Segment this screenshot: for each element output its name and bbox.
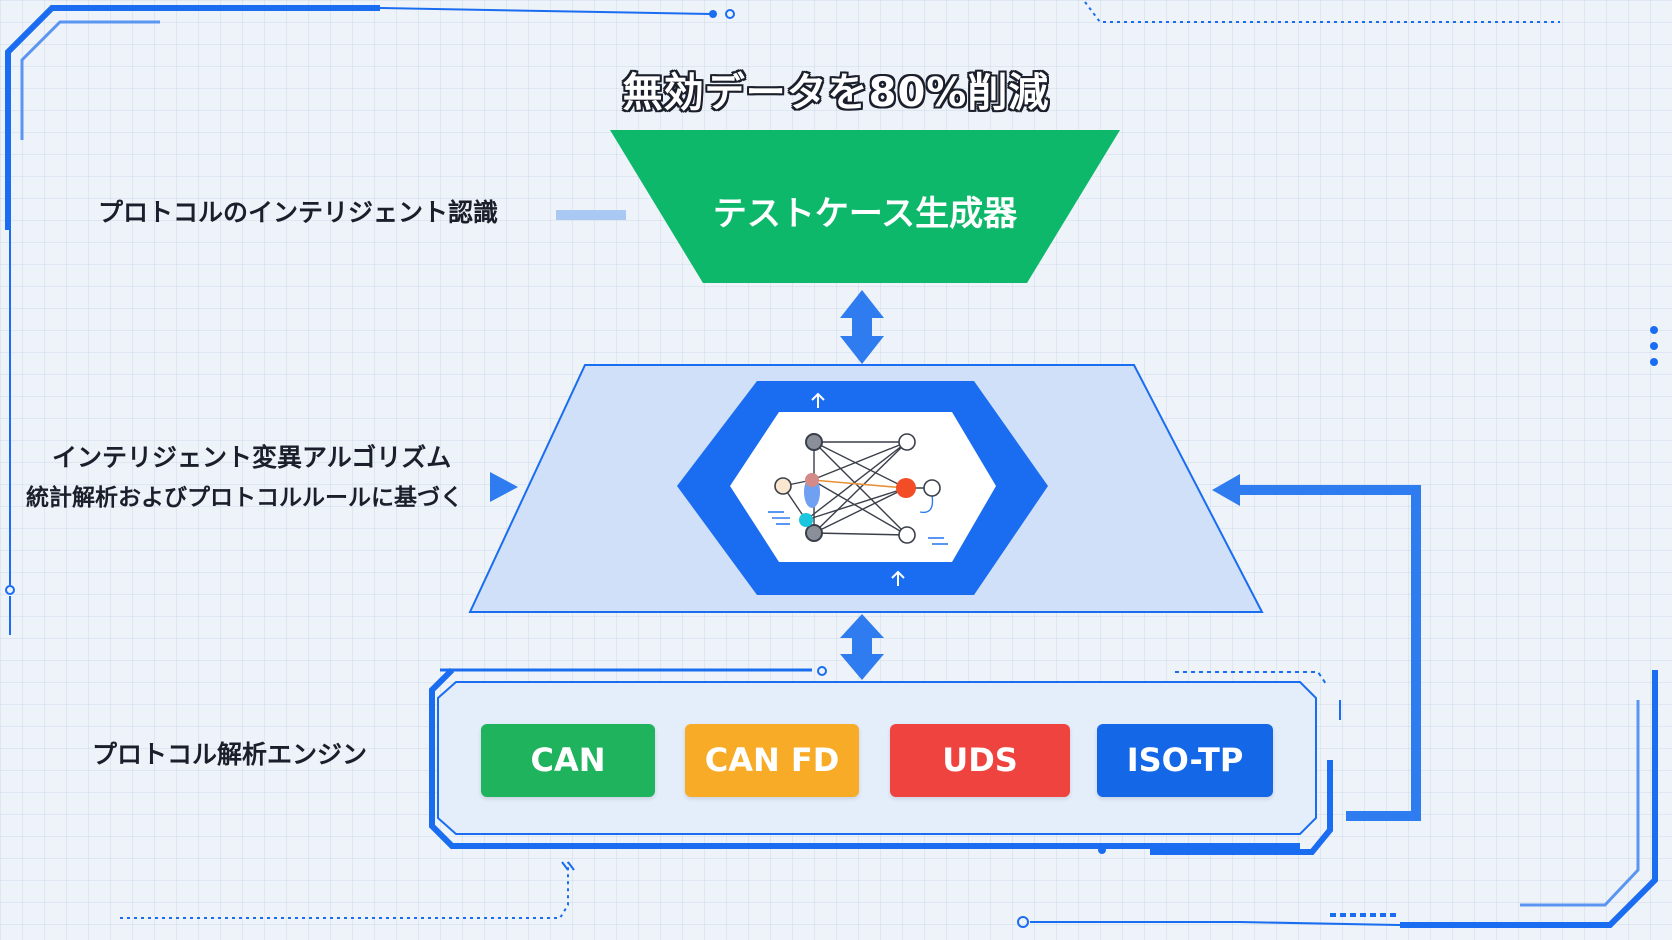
bidirectional-arrow-icon <box>840 290 884 364</box>
feedback-arrow-icon <box>1212 474 1421 821</box>
parsing-engine-label: プロトコル解析エンジン <box>92 740 368 769</box>
protocol-chip-uds: UDS <box>890 724 1070 797</box>
neural-network-icon <box>768 392 948 586</box>
test-case-generator-shape <box>610 130 1120 283</box>
protocol-chip-can: CAN <box>481 724 655 797</box>
protocol-recognition-label: プロトコルのインテリジェント認識 <box>98 198 499 227</box>
protocol-engine-container <box>429 666 1341 855</box>
protocol-chip-can-fd: CAN FD <box>685 724 859 797</box>
test-case-generator-title: テストケース生成器 <box>712 194 1018 234</box>
mutation-algorithm-label-line2: 統計解析およびプロトコルルールに基づく <box>26 485 463 511</box>
recognition-connector <box>556 210 626 220</box>
protocol-chip-iso-tp: ISO-TP <box>1097 724 1273 797</box>
decorative-frame <box>5 1 1658 928</box>
headline: 無効データを80%削減 <box>622 70 1050 116</box>
bidirectional-arrow-icon <box>840 614 884 680</box>
mutation-pointer-icon <box>490 472 518 502</box>
mutation-algorithm-label-line1: インテリジェント変異アルゴリズム <box>52 443 452 472</box>
hexagon-inner <box>730 412 996 562</box>
